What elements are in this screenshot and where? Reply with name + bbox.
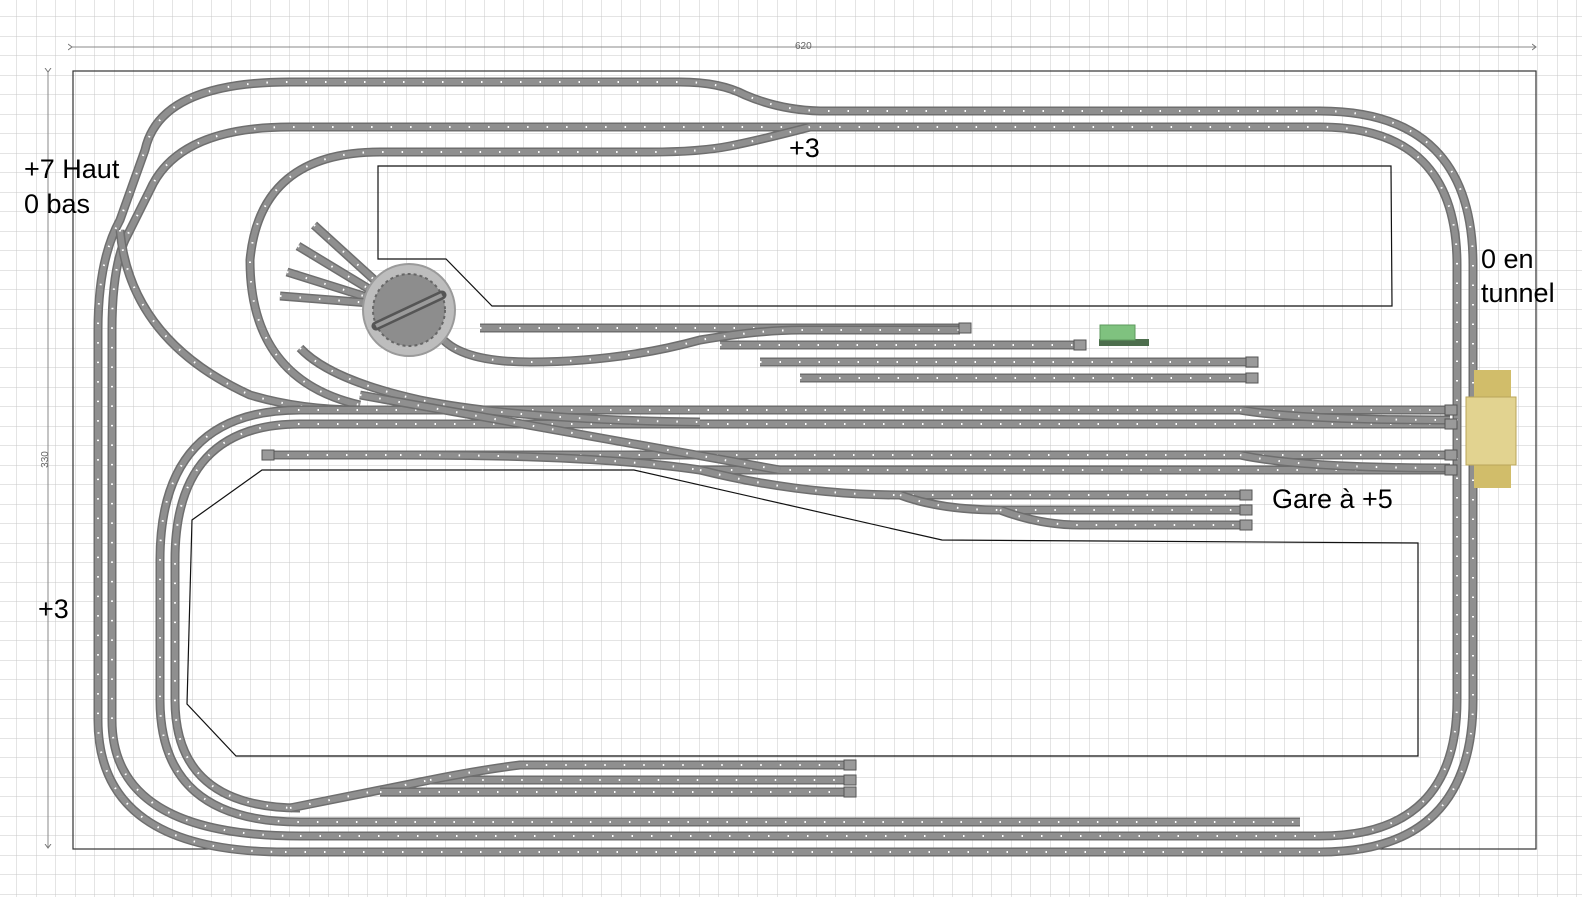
width-dimension-label: 620 bbox=[795, 41, 812, 52]
right-station-loop-2-track[interactable] bbox=[1239, 450, 1451, 473]
turntable-icon[interactable] bbox=[362, 263, 456, 357]
diagonal-connector-track[interactable] bbox=[296, 344, 701, 427]
lower-inner-loop-track[interactable] bbox=[155, 405, 1450, 827]
level-label-top-middle: +3 bbox=[789, 133, 820, 163]
outer-loop-track[interactable] bbox=[93, 77, 1478, 857]
buffer-stop bbox=[843, 759, 857, 771]
turntable-spur-2-track[interactable] bbox=[295, 242, 377, 296]
turntable-spur-1-track[interactable] bbox=[310, 221, 384, 289]
level-label-left-middle: +3 bbox=[38, 594, 69, 624]
station-siding-1-track[interactable] bbox=[698, 465, 1246, 500]
buffer-stop bbox=[1444, 464, 1458, 476]
buffer-stop bbox=[1245, 372, 1259, 384]
height-dimension-label: 330 bbox=[39, 451, 51, 468]
buffer-stop bbox=[843, 774, 857, 786]
buffer-stop bbox=[958, 322, 972, 334]
buffer-stop bbox=[843, 786, 857, 798]
level-label-top-left-1: +7 Haut bbox=[24, 154, 120, 184]
station-siding-2-track[interactable] bbox=[898, 490, 1246, 515]
track-layer bbox=[93, 77, 1478, 857]
buffer-stop bbox=[1239, 489, 1253, 501]
buffer-stop bbox=[1073, 339, 1087, 351]
upper-siding-2-track[interactable] bbox=[436, 325, 960, 367]
lower-siding-1-track[interactable] bbox=[289, 775, 850, 813]
inner-upper-loop-track[interactable] bbox=[245, 122, 812, 410]
level-label-right-1: 0 en bbox=[1481, 244, 1534, 274]
level-label-right-2: tunnel bbox=[1481, 278, 1555, 308]
turntable-spur-4-track[interactable] bbox=[279, 291, 371, 308]
upper-level-outline bbox=[377, 165, 1393, 307]
buffer-stop bbox=[1444, 449, 1458, 461]
buffer-stop bbox=[1245, 356, 1259, 368]
lower-level-outline bbox=[186, 469, 1419, 757]
crossing-diagonal-track[interactable] bbox=[359, 390, 781, 475]
buffer-stop bbox=[1444, 418, 1458, 430]
level-label-top-left-2: 0 bas bbox=[24, 189, 91, 219]
lower-inner-loop-2-track[interactable] bbox=[170, 419, 1450, 813]
buffer-stop bbox=[1444, 404, 1458, 416]
station-label: Gare à +5 bbox=[1272, 484, 1393, 514]
turntable-spur-3-track[interactable] bbox=[285, 267, 372, 303]
buffer-stop bbox=[1239, 519, 1253, 531]
tunnel-portal-icon[interactable] bbox=[1465, 370, 1517, 488]
lower-siding-3-track[interactable] bbox=[429, 760, 850, 785]
buffer-stop bbox=[1239, 504, 1253, 516]
green-building-icon[interactable] bbox=[1099, 324, 1149, 346]
middle-loop-track[interactable] bbox=[107, 122, 1462, 841]
station-siding-3-track[interactable] bbox=[998, 505, 1246, 530]
station-main-2-track[interactable] bbox=[399, 450, 1451, 475]
buffer-stop bbox=[261, 449, 275, 461]
right-station-loop-track[interactable] bbox=[1239, 405, 1451, 425]
